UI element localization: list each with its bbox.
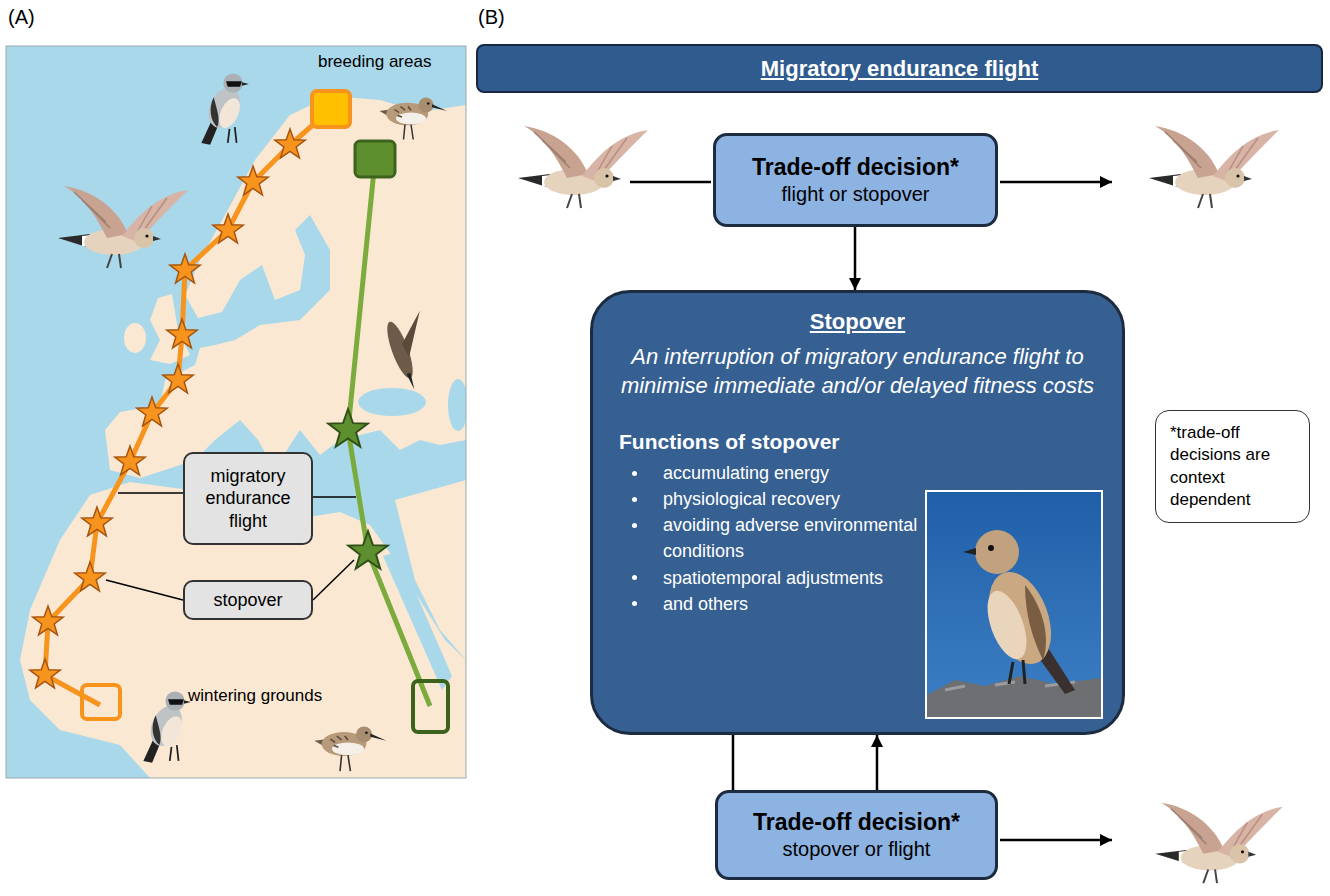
route-orange [312, 91, 350, 127]
node-text: spatiotemporal adjustments [629, 565, 925, 591]
route-green [328, 409, 388, 569]
route-green [328, 409, 368, 447]
bird-figures [518, 126, 648, 208]
route-orange [115, 446, 145, 475]
node-text: Stopover [593, 309, 1122, 335]
panel-label: (B) [478, 6, 505, 29]
route-green [413, 681, 448, 732]
leader-lines [313, 560, 354, 600]
map-callout-box: stopover [183, 580, 313, 620]
node-text: An interruption of migratory endurance f… [617, 343, 1098, 400]
bird-figures [407, 373, 417, 390]
map [6, 46, 466, 778]
node-text: stopover or flight [783, 836, 931, 862]
route-orange [170, 254, 200, 283]
node-text: physiological recovery [629, 486, 925, 512]
route-orange [82, 685, 120, 719]
decision-box: Trade-off decision*flight or stopover [713, 133, 998, 227]
node-text: Trade-off decision* [752, 153, 959, 182]
map-label: breeding areas [318, 52, 431, 72]
node-text: migratory endurance flight [191, 465, 305, 533]
node-text: accumulating energy [629, 460, 925, 486]
wheatear-photo [927, 676, 1101, 717]
node-text: Trade-off decision* [753, 808, 960, 837]
header-band: Migratory endurance flight [476, 44, 1323, 93]
wheatear-photo [925, 490, 1103, 719]
route-green [348, 160, 430, 706]
node-text: Migratory endurance flight [761, 56, 1038, 82]
bird-figures [201, 73, 249, 144]
bird-figures [58, 73, 1283, 883]
route-orange [30, 91, 350, 719]
wheatear-photo [926, 491, 1102, 718]
bird-figures [58, 186, 188, 268]
node-text: and others [629, 591, 925, 617]
route-orange [275, 129, 305, 158]
bird-arrows [1000, 181, 1112, 184]
route-orange [238, 166, 268, 195]
panel-label: (A) [8, 6, 35, 29]
bird-figures [382, 311, 444, 392]
route-orange [30, 659, 60, 688]
land [124, 323, 146, 353]
sea [358, 388, 426, 416]
bird-figures [380, 98, 448, 140]
leader-lines [313, 496, 356, 498]
route-orange [213, 214, 243, 243]
sea [448, 379, 466, 431]
route-green [328, 141, 448, 732]
leader-lines [106, 580, 183, 600]
route-orange [33, 606, 63, 635]
wheatear-photo [963, 548, 976, 555]
node-text: stopover [213, 589, 282, 612]
map [6, 46, 466, 778]
map-label: wintering grounds [188, 686, 322, 706]
bird-arrows [1000, 839, 1112, 842]
node-text: avoiding adverse environmental condition… [629, 512, 925, 564]
bird-arrows [630, 181, 711, 184]
decision-box: Trade-off decision*stopover or flight [715, 790, 998, 880]
node-text: Functions of stopover [619, 430, 1122, 454]
wheatear-photo [975, 530, 1019, 574]
route-orange [137, 397, 167, 426]
bird-figures [393, 311, 433, 358]
connector [732, 735, 735, 790]
bird-figures [1149, 126, 1279, 208]
route-orange [82, 507, 112, 536]
map-frame [6, 46, 466, 778]
route-green [348, 531, 388, 569]
route-orange [75, 562, 105, 591]
wheatear-photo [977, 563, 1062, 672]
connector [854, 227, 857, 290]
land [105, 96, 466, 478]
node-text: flight or stopover [782, 181, 930, 207]
bird-figures [143, 691, 191, 762]
leader-lines [118, 492, 183, 494]
bird-figures [1155, 803, 1282, 883]
node-text: *trade-off decisions are context depende… [1170, 422, 1295, 510]
route-orange [45, 109, 331, 705]
route-green [355, 141, 395, 177]
route-orange [167, 319, 197, 348]
map-callout-box: migratory endurance flight [183, 452, 313, 545]
connector [876, 735, 879, 790]
route-orange [30, 129, 305, 688]
stopover-box: Stopover An interruption of migratory end… [590, 290, 1125, 735]
route-orange [163, 364, 193, 393]
wheatear-photo [1025, 585, 1046, 660]
note-box: *trade-off decisions are context depende… [1155, 410, 1310, 523]
wheatear-photo [988, 545, 994, 551]
bird-figures [314, 726, 386, 771]
wheatear-photo [1009, 660, 1025, 684]
